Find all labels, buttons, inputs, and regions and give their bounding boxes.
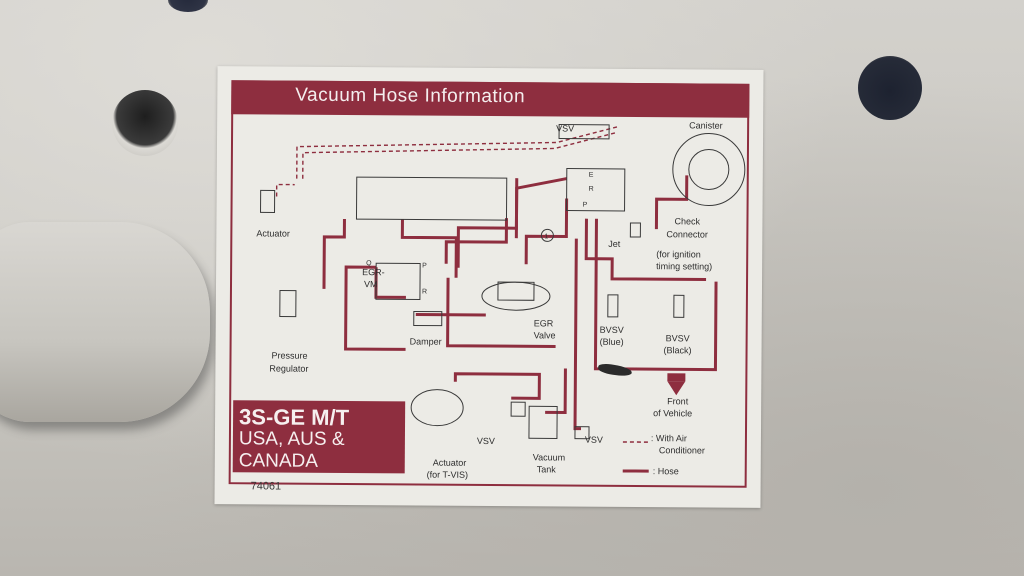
hose-tvis: [453, 372, 541, 400]
hose-bvsv-loop: [593, 218, 718, 372]
vacuum-tank-label-1: Vacuum: [533, 452, 565, 462]
egr-vm-label-1: EGR-: [362, 267, 385, 277]
intake-chamber-outline: [355, 176, 508, 221]
vacuum-tank-label-2: Tank: [537, 464, 557, 474]
check-connector-label-1: Check: [674, 216, 700, 226]
vsv-bottom-label: VSV: [585, 435, 603, 445]
vsv-top-outline: [558, 123, 610, 140]
part-number: 74061: [250, 480, 282, 493]
canister-inner: [688, 149, 730, 191]
front-label-1: Front: [667, 396, 689, 406]
front-arrow-icon: [667, 381, 686, 396]
check-connector-outline: [629, 222, 641, 238]
hose-main-1: [444, 218, 508, 264]
ac-hose-lines: [275, 126, 618, 197]
jet-label: Jet: [608, 239, 621, 249]
damper-outline: [413, 310, 443, 327]
bvsv-black-label-1: BVSV: [666, 333, 690, 343]
canister-label: Canister: [689, 120, 723, 130]
hood-latch-bump: [0, 222, 210, 422]
actuator-outline: [260, 189, 276, 214]
engine-model: 3S-GE M/T: [239, 404, 350, 431]
port-q-label: Q: [366, 260, 372, 267]
vacuum-hose-label: Vacuum Hose Information: [214, 66, 764, 508]
actuator-tvis-label-2: (for T-VIS): [427, 470, 468, 480]
egr-vm-label-2: VM: [364, 279, 378, 289]
egr-valve-label-2: Valve: [534, 330, 556, 340]
ac-hose-upper-1: [296, 126, 618, 179]
panel-hole-right: [858, 56, 922, 120]
hose-check: [654, 175, 689, 230]
egr-valve-top: [497, 281, 535, 301]
vacuum-tank-outline: [528, 405, 558, 439]
hose-lines: [322, 175, 718, 431]
region-line-1: USA, AUS &: [238, 428, 345, 450]
egr-valve-outline: [481, 281, 551, 311]
bvsv-blue-label-1: BVSV: [600, 325, 624, 335]
front-arrow-stem: [667, 373, 686, 382]
panel-hole-left: [112, 90, 178, 156]
port-p2-label: P: [422, 263, 427, 270]
ac-hose-upper-2: [302, 132, 616, 179]
port-r2-label: R: [422, 289, 427, 296]
bvsv-black-label-2: (Black): [664, 345, 692, 355]
port-1-label: 1: [544, 233, 548, 240]
hose-vacuum-tank: [545, 368, 567, 415]
actuator-tvis-label-1: Actuator: [433, 458, 467, 468]
egr-valve-label-1: EGR: [534, 318, 554, 328]
bvsv-blue-outline: [607, 294, 619, 318]
ignition-note-2: timing setting): [656, 261, 712, 271]
pressure-reg-outline: [279, 290, 297, 318]
hose-to-bvsv: [584, 218, 707, 282]
vsv-mid-outline: [510, 401, 526, 417]
hose-damper-loop: [344, 265, 406, 351]
damper-label: Damper: [410, 336, 442, 346]
check-connector-label-2: Connector: [666, 229, 708, 239]
tvis-actuator-outline: [410, 389, 464, 427]
hose-vsv-bottom: [573, 238, 582, 431]
vacuum-hose-diagram: VSV Canister Actuator Check Connector (f…: [256, 120, 746, 480]
vsv-bottom-outline: [574, 426, 590, 440]
ac-hose-actuator: [275, 183, 295, 197]
vsv-top-label: VSV: [556, 123, 574, 133]
pressure-reg-label-2: Regulator: [269, 363, 308, 373]
hose-lower: [446, 277, 556, 348]
legend-ac-label-1: : With Air: [651, 433, 687, 443]
front-label-2: of Vehicle: [653, 408, 692, 418]
port-e-label: E: [589, 172, 594, 179]
panel-hole-top: [168, 0, 208, 12]
vsv-block-outline: [566, 168, 626, 212]
hose-egr-top: [514, 177, 568, 239]
port-1-circle: [540, 228, 554, 242]
pressure-reg-label-1: Pressure: [271, 350, 307, 360]
egr-vm-outline: [375, 262, 421, 301]
hose-jet-left: [524, 198, 569, 265]
hose-pressure-reg: [322, 218, 346, 289]
model-box: 3S-GE M/T USA, AUS & CANADA: [232, 400, 406, 474]
vsv-mid-label: VSV: [477, 436, 495, 446]
port-p-label: P: [583, 202, 588, 209]
hose-egrvm-left: [400, 219, 458, 278]
legend-ac-label-2: Conditioner: [659, 445, 705, 455]
ignition-note-1: (for ignition: [656, 249, 701, 259]
region-line-2: CANADA: [238, 450, 319, 472]
port-r-label: R: [589, 186, 594, 193]
component-outlines: [260, 123, 746, 440]
canister-outline: [672, 133, 746, 207]
actuator-label: Actuator: [256, 228, 290, 238]
hose-main-2: [456, 178, 519, 268]
bvsv-black-outline: [673, 294, 685, 318]
legend-hose-label: : Hose: [653, 466, 679, 476]
bvsv-blue-label-2: (Blue): [600, 337, 624, 347]
